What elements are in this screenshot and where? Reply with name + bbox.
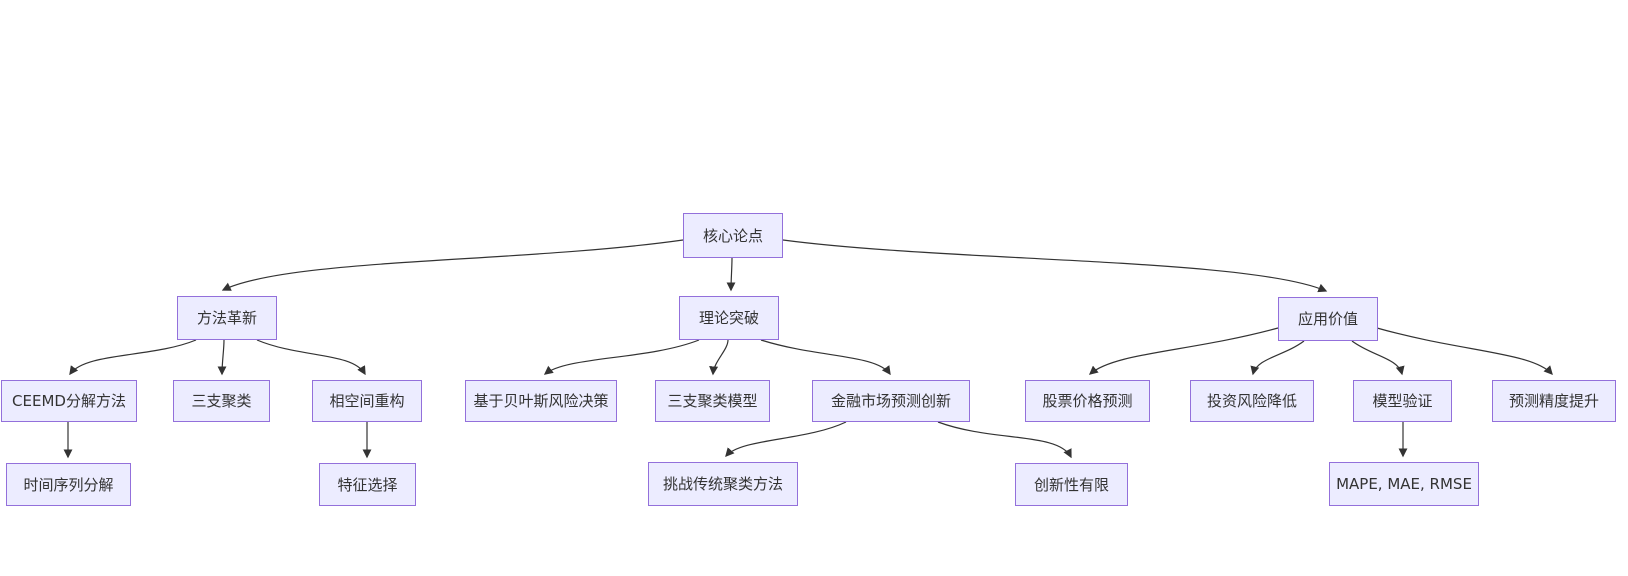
node-bayesian-risk-decision-label: 基于贝叶斯风险决策 [473, 392, 609, 410]
edge-theory-to-clustering-model [709, 339, 729, 376]
edge-method-to-ceemd [69, 339, 197, 376]
node-ceemd-decomposition-label: CEEMD分解方法 [12, 392, 126, 410]
node-core-argument-label: 核心论点 [702, 226, 763, 245]
node-investment-risk-reduction-label: 投资风险降低 [1206, 392, 1297, 410]
node-feature-selection: 特征选择 [319, 463, 416, 506]
edge-financial-to-challenge [725, 421, 847, 458]
node-theory-breakthrough: 理论突破 [679, 296, 779, 340]
node-theory-breakthrough-label: 理论突破 [698, 309, 759, 327]
edge-theory-to-financial-innovation [760, 339, 891, 376]
edge-method-to-three-way-clustering [217, 339, 227, 376]
node-three-way-clustering: 三支聚类 [173, 380, 270, 422]
edge-application-to-forecast-accuracy [1376, 327, 1553, 375]
edge-theory-to-bayesian [543, 339, 700, 375]
edge-application-to-model-validation [1351, 340, 1405, 376]
node-ceemd-decomposition: CEEMD分解方法 [1, 380, 137, 422]
node-three-way-clustering-model-label: 三支聚类模型 [667, 392, 758, 410]
node-stock-price-prediction: 股票价格预测 [1025, 380, 1150, 422]
node-bayesian-risk-decision: 基于贝叶斯风险决策 [465, 380, 617, 422]
node-challenge-traditional-clustering: 挑战传统聚类方法 [648, 462, 798, 506]
edge-method-to-phase-space [256, 339, 366, 376]
node-limited-novelty-label: 创新性有限 [1033, 475, 1109, 494]
node-phase-space-reconstruction: 相空间重构 [312, 380, 422, 422]
edge-application-to-investment-risk [1250, 340, 1305, 376]
node-feature-selection-label: 特征选择 [337, 475, 398, 494]
edge-core-to-application-value [782, 239, 1328, 293]
node-application-value-label: 应用价值 [1297, 310, 1358, 328]
node-limited-novelty: 创新性有限 [1015, 463, 1128, 506]
node-time-series-decomposition: 时间序列分解 [6, 463, 131, 506]
edge-application-to-stock-price [1088, 327, 1279, 375]
node-model-validation-label: 模型验证 [1372, 392, 1433, 410]
node-financial-market-forecast-innovation: 金融市场预测创新 [812, 380, 970, 422]
edge-core-to-method-innovation [221, 239, 684, 291]
node-forecast-accuracy-improvement-label: 预测精度提升 [1508, 392, 1599, 410]
node-application-value: 应用价值 [1278, 297, 1378, 341]
node-mape-mae-rmse: MAPE, MAE, RMSE [1329, 462, 1479, 506]
node-three-way-clustering-model: 三支聚类模型 [655, 380, 770, 422]
node-model-validation: 模型验证 [1353, 380, 1452, 422]
node-forecast-accuracy-improvement: 预测精度提升 [1492, 380, 1616, 422]
node-method-innovation-label: 方法革新 [196, 309, 257, 327]
node-method-innovation: 方法革新 [177, 296, 277, 340]
node-investment-risk-reduction: 投资风险降低 [1190, 380, 1314, 422]
node-time-series-decomposition-label: 时间序列分解 [23, 475, 114, 494]
node-three-way-clustering-label: 三支聚类 [191, 392, 252, 410]
edge-core-to-theory-breakthrough [726, 257, 736, 292]
node-financial-market-forecast-innovation-label: 金融市场预测创新 [830, 392, 951, 410]
node-core-argument: 核心论点 [683, 213, 783, 258]
node-mape-mae-rmse-label: MAPE, MAE, RMSE [1336, 475, 1472, 493]
node-stock-price-prediction-label: 股票价格预测 [1042, 392, 1133, 410]
edge-financial-to-limited-novelty [937, 421, 1072, 459]
node-phase-space-reconstruction-label: 相空间重构 [329, 392, 405, 410]
node-challenge-traditional-clustering-label: 挑战传统聚类方法 [662, 475, 783, 493]
